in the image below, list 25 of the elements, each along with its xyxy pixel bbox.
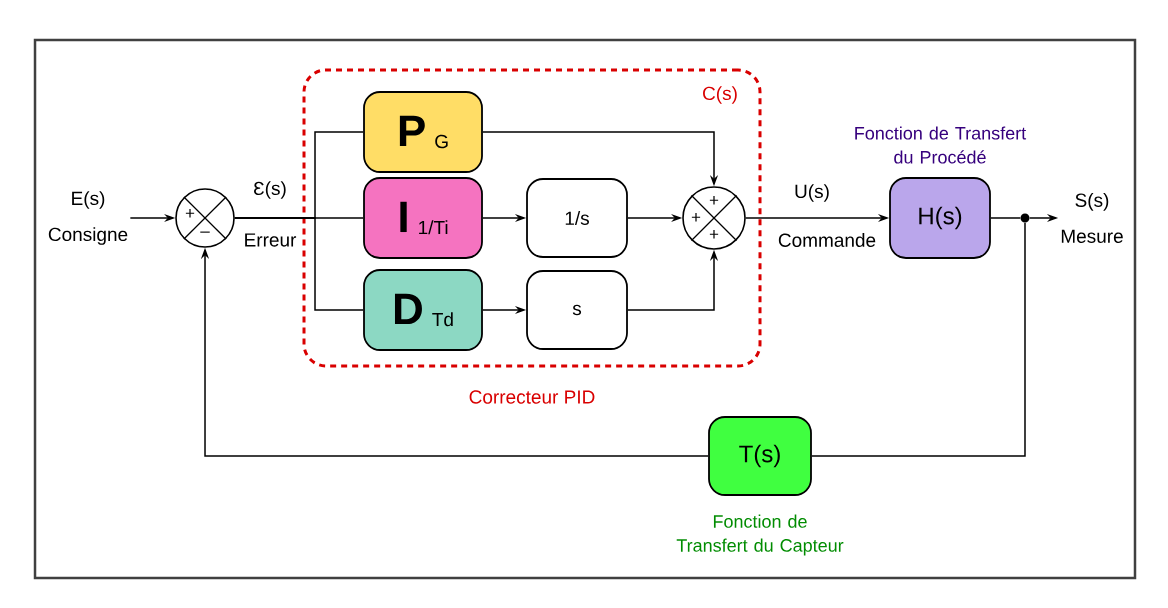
signal-name: Commande xyxy=(776,232,878,248)
gain-block: D Td xyxy=(363,269,483,351)
gain-block: P G xyxy=(363,91,483,173)
connector xyxy=(990,217,1022,219)
transfer-block: s xyxy=(526,270,628,350)
sign: + xyxy=(709,230,719,239)
signal-label: S(s) Mesure xyxy=(1061,193,1123,243)
transfer-block: H(s) xyxy=(889,177,991,259)
transfer-block: T(s) xyxy=(708,416,812,496)
block-label: Correcteur PID xyxy=(469,390,595,404)
block-label: C(s) xyxy=(703,86,737,104)
sign: – xyxy=(200,231,210,233)
node-label: Fonction de Transfert du Capteur xyxy=(676,514,844,556)
signal-label: Ɛ(s) xyxy=(254,181,286,199)
connector xyxy=(811,221,1026,457)
transfer-block: 1/s xyxy=(526,178,628,258)
sign: + xyxy=(709,196,719,205)
sign: + xyxy=(691,213,701,222)
connector xyxy=(234,217,364,311)
gain-block: I 1/Ti xyxy=(363,177,483,259)
sign: + xyxy=(185,209,195,218)
signal-label: U(s) xyxy=(795,184,829,202)
node-label: Fonction de Transfert du Procédé xyxy=(855,126,1027,164)
signal-name: Erreur xyxy=(242,232,298,248)
signal-label: E(s) Consigne xyxy=(48,191,128,245)
